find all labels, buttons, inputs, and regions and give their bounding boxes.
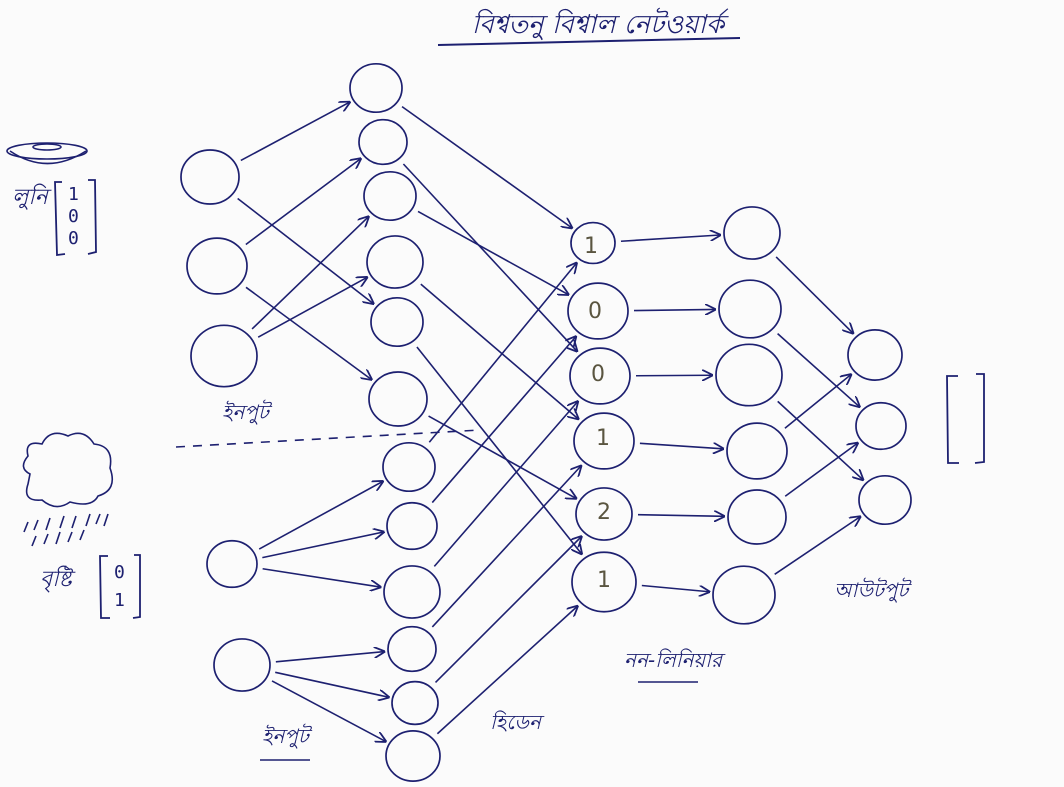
middle-node-value-5: 2 bbox=[597, 500, 611, 525]
hidden-node bbox=[358, 118, 408, 166]
edge bbox=[775, 256, 853, 333]
rain-label: বৃষ্টি bbox=[40, 567, 72, 592]
edge bbox=[245, 286, 371, 379]
edge bbox=[245, 159, 361, 246]
input-node bbox=[186, 237, 248, 295]
hidden-node bbox=[382, 441, 436, 493]
input-node bbox=[190, 324, 258, 388]
edge bbox=[275, 652, 384, 663]
output-node bbox=[855, 401, 907, 451]
edge bbox=[639, 443, 723, 448]
hidden-node bbox=[391, 680, 439, 726]
edge bbox=[784, 375, 851, 429]
rain-vector-bracket bbox=[99, 554, 141, 619]
middle-node bbox=[571, 551, 637, 613]
salt-label: লুনি bbox=[12, 185, 48, 210]
edge bbox=[262, 532, 383, 559]
edge bbox=[251, 217, 368, 330]
edge bbox=[428, 263, 576, 443]
edge bbox=[262, 567, 381, 587]
salt-vector-bracket bbox=[54, 179, 97, 257]
salt-vector-value-3: 0 bbox=[68, 228, 79, 249]
edge bbox=[774, 517, 860, 575]
hidden-node bbox=[349, 62, 403, 114]
edge bbox=[431, 337, 575, 504]
edge bbox=[428, 415, 576, 498]
middle-node-value-6: 1 bbox=[597, 568, 611, 593]
nodes bbox=[180, 62, 912, 782]
hidden-node bbox=[363, 170, 417, 222]
hidden-node bbox=[370, 296, 424, 348]
edge bbox=[784, 443, 857, 497]
edge bbox=[434, 537, 582, 684]
rain-vector-value-1: 0 bbox=[114, 562, 125, 583]
hidden-node bbox=[368, 371, 428, 427]
edge bbox=[633, 309, 715, 310]
edge bbox=[258, 481, 383, 550]
bowl-icon bbox=[6, 142, 88, 165]
nonlinear-node bbox=[726, 422, 788, 480]
edge bbox=[641, 584, 709, 592]
edge bbox=[257, 277, 367, 338]
rain-cloud-icon bbox=[22, 432, 114, 547]
diagram-title: বিশ্বতনু বিশ্বাল নেটওয়ার্ক bbox=[471, 10, 725, 40]
hidden-node bbox=[383, 565, 441, 619]
middle-node bbox=[575, 487, 633, 541]
edge bbox=[637, 515, 724, 517]
output-node bbox=[858, 474, 912, 526]
edge bbox=[431, 466, 581, 628]
edge bbox=[777, 400, 863, 479]
separator-dashed-line bbox=[175, 429, 481, 448]
output-layer-label: আউটপুট bbox=[834, 578, 909, 602]
salt-vector-value-1: 1 bbox=[68, 184, 79, 205]
edges bbox=[237, 102, 863, 741]
middle-node-value-1: 1 bbox=[584, 234, 598, 259]
input-node bbox=[206, 539, 258, 589]
input-node bbox=[213, 638, 271, 692]
input-bottom-label: ইনপুট bbox=[262, 724, 309, 748]
edge bbox=[433, 402, 577, 567]
nonlinear-node bbox=[718, 279, 782, 339]
edge bbox=[417, 210, 568, 294]
title-underline bbox=[437, 37, 741, 46]
edge bbox=[620, 235, 720, 243]
middle-node bbox=[570, 221, 616, 265]
middle-node-value-3: 0 bbox=[591, 362, 605, 387]
edge bbox=[416, 346, 582, 554]
nonlinear-node bbox=[723, 206, 781, 260]
nonlinear-node bbox=[727, 489, 787, 545]
hidden-layer-label: হিডেন bbox=[490, 710, 541, 734]
rain-vector-value-2: 1 bbox=[114, 590, 125, 611]
hidden-node bbox=[366, 235, 424, 289]
nonlinear-layer-label: নন-লিনিয়ার bbox=[624, 648, 722, 672]
hidden-node bbox=[387, 625, 437, 673]
hidden-node bbox=[386, 501, 438, 551]
middle-node-value-4: 1 bbox=[596, 426, 610, 451]
input-top-label: ইনপুট bbox=[222, 400, 269, 424]
edge bbox=[777, 333, 860, 407]
output-node bbox=[847, 329, 903, 381]
edge bbox=[271, 680, 386, 741]
middle-node bbox=[567, 282, 629, 340]
middle-node bbox=[569, 347, 631, 405]
edge bbox=[275, 671, 388, 697]
edge bbox=[635, 375, 712, 376]
middle-node bbox=[573, 412, 635, 470]
nonlinear-node bbox=[712, 565, 776, 625]
hidden-node bbox=[385, 730, 441, 782]
salt-vector-value-2: 0 bbox=[68, 206, 79, 227]
edge bbox=[402, 163, 576, 351]
edge bbox=[401, 105, 572, 228]
output-vector-bracket bbox=[946, 373, 985, 464]
middle-node-value-2: 0 bbox=[588, 299, 602, 324]
edge bbox=[237, 197, 374, 303]
edge bbox=[240, 102, 350, 162]
nonlinear-node bbox=[715, 343, 783, 407]
edge bbox=[420, 283, 578, 419]
input-node bbox=[180, 149, 240, 205]
edge bbox=[436, 606, 577, 735]
